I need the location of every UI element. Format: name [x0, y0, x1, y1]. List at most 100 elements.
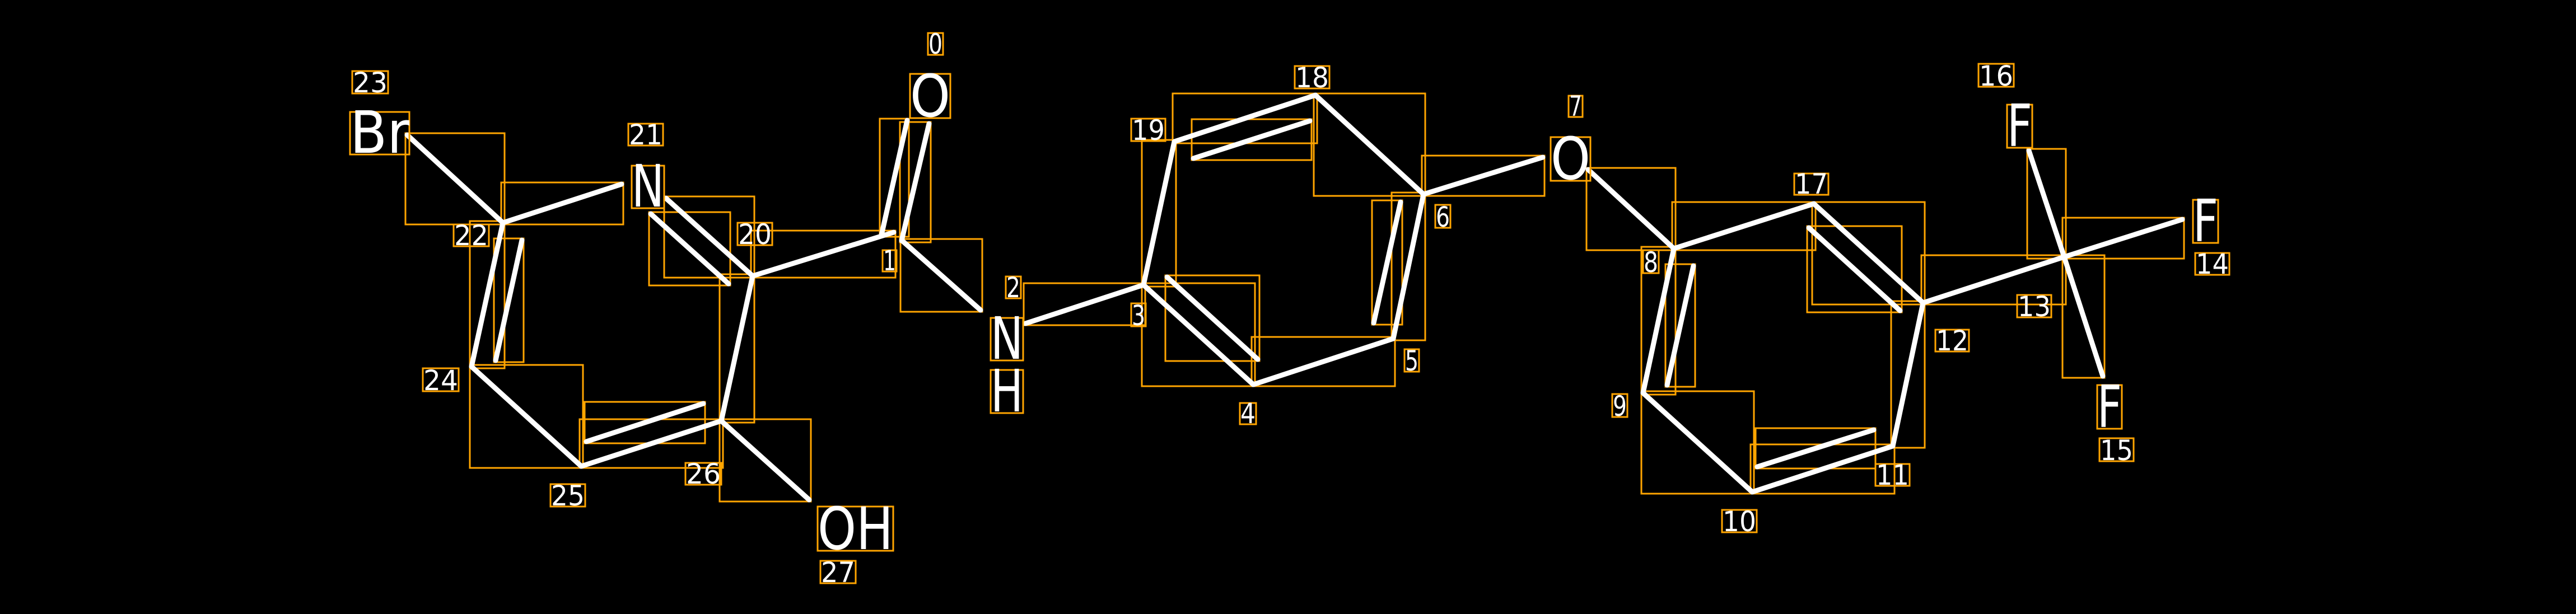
- bond-bounding-box: [469, 220, 506, 369]
- index-box: [927, 32, 944, 56]
- bond-bounding-box: [2061, 217, 2185, 260]
- index-box: [422, 367, 460, 392]
- bond-line: [899, 238, 983, 313]
- atom-index-label: 18: [1295, 62, 1329, 94]
- index-box: [1934, 329, 1970, 353]
- atom-index-label: 22: [454, 219, 488, 252]
- index-box: [452, 223, 490, 247]
- bond-line: [1749, 443, 1896, 495]
- bond-line: [1664, 263, 1696, 388]
- bond-bounding-box: [493, 237, 525, 363]
- atom-index-label: 3: [1132, 299, 1145, 332]
- bond-bounding-box: [879, 118, 910, 238]
- bond-line: [1164, 274, 1261, 362]
- bond-bounding-box: [1671, 201, 1817, 251]
- label-box: [349, 111, 410, 156]
- oxygen-label: O: [910, 62, 950, 130]
- bond-line: [2026, 148, 2067, 260]
- index-box: [1567, 95, 1584, 118]
- atom-index-label: 27: [821, 556, 855, 589]
- bond-line: [469, 364, 584, 469]
- bond-bounding-box: [1141, 139, 1177, 288]
- index-box: [627, 123, 664, 147]
- bond-line: [1172, 92, 1318, 144]
- bromine-label: Br: [350, 99, 409, 167]
- atom-index-label: 13: [2018, 290, 2051, 323]
- atom-index-label: 23: [353, 67, 388, 99]
- bond-line: [1806, 225, 1903, 313]
- atom-index-label: 14: [2196, 248, 2229, 280]
- amine-h-label: H: [991, 357, 1023, 425]
- index-box: [2098, 437, 2135, 462]
- atom-index-label: 7: [1569, 90, 1582, 123]
- fluorine-label: F: [2097, 373, 2122, 441]
- bond-bounding-box: [1806, 225, 1903, 313]
- bond-line: [1250, 336, 1396, 387]
- ether-oxygen-label: O: [1551, 125, 1590, 193]
- bond-line: [879, 118, 910, 238]
- bond-line: [1141, 139, 1177, 288]
- amine-n-label: N: [991, 304, 1023, 373]
- index-box: [819, 560, 857, 584]
- bond-bounding-box: [1640, 390, 1755, 495]
- label-box: [909, 73, 951, 119]
- bond-line: [1585, 167, 1677, 251]
- index-box: [1239, 402, 1257, 425]
- bond-bounding-box: [469, 364, 584, 469]
- bond-line: [1313, 92, 1426, 197]
- bond-line: [1671, 201, 1817, 251]
- fluorine-label: F: [2007, 92, 2032, 160]
- atom-index-label: 9: [1613, 390, 1627, 423]
- atom-index-label: 17: [1795, 168, 1828, 200]
- bond-bounding-box: [899, 238, 983, 313]
- atom-index-label: 4: [1240, 397, 1256, 430]
- atom-index-label: 19: [1132, 114, 1165, 147]
- atom-indices: 0123456789101112131415161718192021222324…: [351, 28, 2230, 589]
- fluorine-label: F: [2193, 187, 2218, 255]
- bond-line: [2061, 217, 2185, 260]
- bond-bounding-box: [500, 181, 624, 226]
- bond-bounding-box: [2061, 254, 2106, 379]
- label-box: [631, 165, 665, 209]
- index-box: [1434, 204, 1452, 229]
- nitrogen-label: N: [632, 152, 664, 221]
- index-box: [2016, 294, 2052, 318]
- bond-bounding-box: [899, 121, 932, 243]
- label-box: [990, 317, 1024, 362]
- atom-index-label: 8: [1644, 246, 1658, 279]
- bonds: [404, 92, 2185, 503]
- index-box: [1721, 509, 1758, 533]
- bond-bounding-box: [1371, 199, 1403, 326]
- atom-index-label: 0: [928, 28, 942, 60]
- bond-line: [648, 211, 731, 287]
- index-box: [1793, 172, 1830, 196]
- bond-line: [1754, 427, 1877, 470]
- index-box: [1005, 275, 1022, 299]
- label-box: [2006, 104, 2033, 149]
- atom-index-label: 24: [423, 364, 458, 397]
- label-box: [816, 505, 894, 552]
- bond-line: [1640, 390, 1755, 495]
- bond-line: [718, 418, 812, 503]
- atom-index-label: 26: [686, 458, 721, 490]
- bond-bounding-box: [1640, 246, 1677, 396]
- index-box: [1642, 249, 1660, 274]
- atom-index-label: 16: [1979, 60, 2013, 92]
- index-box: [1294, 65, 1331, 90]
- index-box: [1611, 393, 1628, 418]
- bond-line: [1371, 199, 1403, 326]
- bond-line: [2061, 254, 2106, 379]
- index-box: [1130, 118, 1166, 142]
- bond-bounding-box: [1390, 191, 1426, 341]
- bond-line: [750, 229, 897, 279]
- bond-bounding-box: [648, 211, 731, 287]
- bond-bounding-box: [1313, 92, 1426, 197]
- bond-bounding-box: [663, 195, 755, 279]
- bond-bounding-box: [750, 229, 897, 279]
- atom-index-label: 2: [1006, 271, 1020, 304]
- index-box: [684, 462, 722, 486]
- bond-bounding-box: [1890, 300, 1926, 449]
- bond-line: [899, 121, 932, 243]
- bond-line: [1023, 282, 1146, 326]
